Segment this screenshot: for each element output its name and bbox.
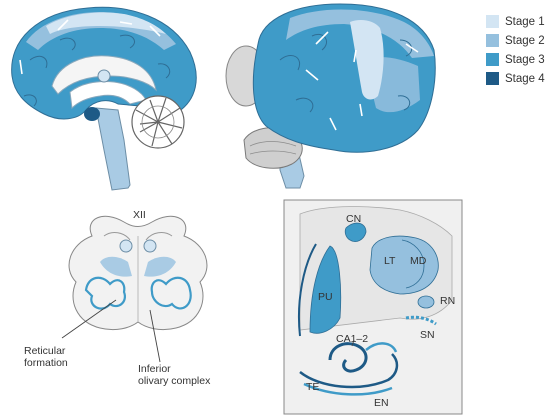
hippocampus-upper <box>365 342 398 353</box>
label-olivary-2: olivary complex <box>138 375 211 387</box>
medial-stage4-nucleus <box>84 107 100 121</box>
label-rn: RN <box>440 295 455 307</box>
olivary-leader <box>149 309 161 363</box>
hippocampus-ca <box>328 342 368 373</box>
thalamus <box>369 235 439 295</box>
medial-small-nucleus <box>97 69 111 83</box>
lateral-cerebellum-folia <box>249 141 297 155</box>
medial-cerebellum <box>131 95 185 149</box>
medial-arrows <box>19 19 161 75</box>
reticular-formation-left <box>100 256 132 277</box>
label-ca: CA1–2 <box>336 333 368 345</box>
stage-legend: Stage 1 Stage 2 Stage 3 Stage 4 <box>486 12 545 88</box>
medial-gyri <box>23 34 171 107</box>
label-sn: SN <box>420 329 435 341</box>
hippocampus-outer <box>299 353 399 389</box>
label-cn: CN <box>346 213 361 225</box>
medulla-left-nucleus <box>119 239 133 253</box>
legend-swatch <box>486 34 499 47</box>
legend-item-stage-4: Stage 4 <box>486 69 545 88</box>
medulla-cross-section: XII Reticular formation Inferior olivary… <box>24 209 211 387</box>
putamen <box>309 245 342 334</box>
legend-item-stage-3: Stage 3 <box>486 50 545 69</box>
legend-swatch <box>486 72 499 85</box>
medial-brainstem <box>95 107 131 191</box>
legend-label: Stage 2 <box>505 34 545 47</box>
medulla-right-nucleus <box>143 239 157 253</box>
legend-label: Stage 3 <box>505 53 545 66</box>
label-reticular-2: formation <box>24 357 68 369</box>
claustrum <box>297 243 317 337</box>
legend-label: Stage 4 <box>505 72 545 85</box>
label-olivary-1: Inferior <box>138 363 171 375</box>
lateral-brain-view <box>225 3 436 189</box>
caudate-nucleus <box>344 222 367 242</box>
label-te: TE <box>306 381 319 393</box>
medulla-dorsal-lines <box>103 232 173 241</box>
ca-leader <box>351 339 355 347</box>
label-reticular-1: Reticular <box>24 345 66 357</box>
lateral-gyri <box>279 34 413 113</box>
coronal-section: CN LT MD PU RN SN CA1–2 TE EN <box>283 199 463 415</box>
lateral-arrows <box>305 31 419 131</box>
inferior-olive-right <box>150 276 192 310</box>
inferior-olive-left <box>84 276 126 310</box>
legend-item-stage-1: Stage 1 <box>486 12 545 31</box>
legend-swatch <box>486 53 499 66</box>
medial-brain-view <box>11 6 197 191</box>
label-xii: XII <box>133 209 146 221</box>
label-md: MD <box>410 255 427 267</box>
substantia-nigra <box>405 315 437 326</box>
thalamus-divider <box>401 239 425 289</box>
entorhinal-band <box>303 382 393 396</box>
legend-label: Stage 1 <box>505 15 545 28</box>
label-lt: LT <box>384 255 396 267</box>
label-en: EN <box>374 397 389 409</box>
label-pu: PU <box>318 291 333 303</box>
lateral-cortex-stage3 <box>252 3 436 153</box>
red-nucleus <box>417 295 435 309</box>
medial-cortex-stage1 <box>46 12 166 34</box>
reticular-formation-right <box>144 256 176 277</box>
legend-item-stage-2: Stage 2 <box>486 31 545 50</box>
lateral-cortex-stage1 <box>350 20 384 100</box>
lateral-cortex-stage2 <box>286 9 434 59</box>
reticular-leader <box>61 299 117 339</box>
legend-swatch <box>486 15 499 28</box>
